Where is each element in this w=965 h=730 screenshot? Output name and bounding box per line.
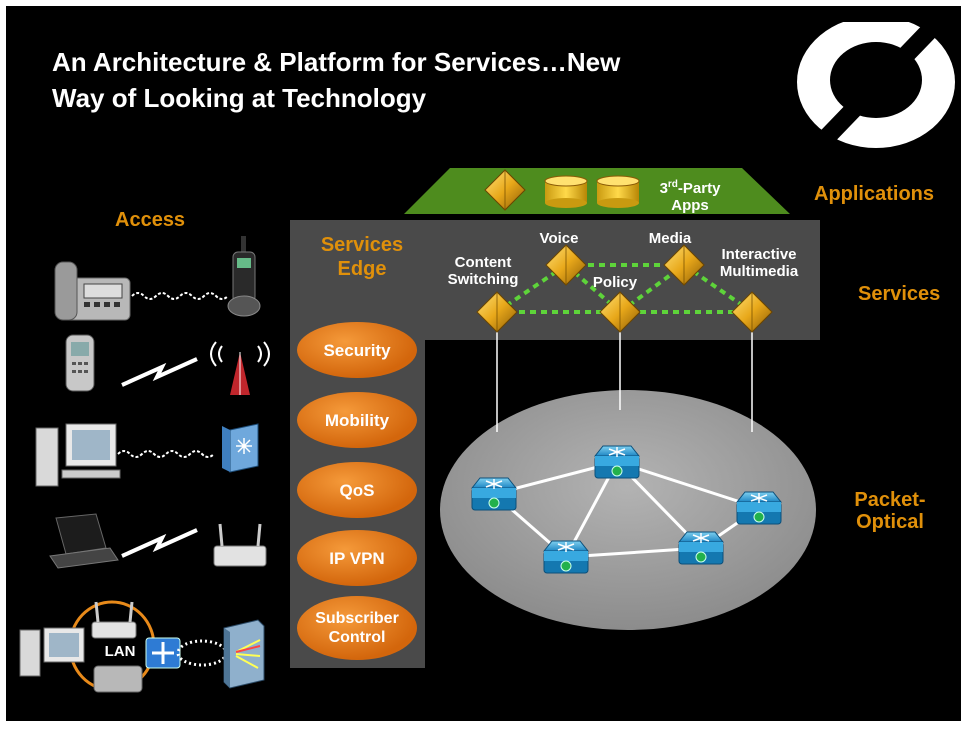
edge-function-mobility: Mobility (297, 392, 417, 448)
layer-label-packet-optical: Packet- Optical (850, 489, 930, 533)
database-icon (596, 175, 640, 208)
edge-function-subscriber-control: Subscriber Control (297, 596, 417, 660)
content-switching-line-2: Switching (447, 271, 519, 288)
service-label-interactive-multimedia: Interactive Multimedia (704, 246, 814, 280)
services-edge-line-2: Edge (337, 258, 387, 280)
cable-link (117, 450, 215, 458)
third-party-apps-label: 3rd-Party Apps (655, 176, 725, 214)
edge-function-ip-vpn: IP VPN (297, 530, 417, 586)
wireless-router-icon (213, 523, 267, 567)
third-party-line-1: 3rd-Party (655, 176, 725, 197)
laptop-icon (49, 513, 119, 569)
packet-optical-line-2: Optical (856, 511, 924, 533)
subscriber-control-line-2: Control (328, 629, 386, 646)
services-panel (290, 220, 820, 668)
layer-label-applications: Applications (814, 183, 935, 205)
router-icon (471, 477, 517, 511)
third-party-line-2: Apps (671, 197, 709, 214)
database-icon (544, 175, 588, 208)
layer-label-services: Services (858, 283, 941, 305)
cell-tower-icon (210, 341, 270, 395)
edge-function-qos: QoS (297, 462, 417, 518)
lan-cluster (19, 600, 181, 693)
packet-optical-cloud (440, 390, 816, 630)
services-edge-label: Services Edge (306, 233, 418, 281)
content-switching-line-1: Content (454, 254, 512, 271)
router-icon (594, 445, 640, 479)
title-line-2: Way of Looking at Technology (52, 83, 427, 113)
service-label-content-switching: Content Switching (438, 254, 528, 288)
company-logo (796, 10, 956, 148)
router-icon (543, 540, 589, 574)
title-line-1: An Architecture & Platform for Services…… (52, 47, 621, 77)
third-party-number: 3 (659, 180, 668, 197)
wireless-link-icon (121, 528, 198, 558)
wireless-link-icon (121, 357, 198, 387)
network-switch-icon (222, 423, 259, 473)
service-label-media: Media (648, 230, 692, 247)
interactive-multimedia-line-1: Interactive (721, 246, 797, 263)
desk-phone-icon (54, 261, 131, 321)
coiled-cord (131, 292, 229, 300)
interactive-multimedia-line-2: Multimedia (719, 263, 799, 280)
router-icon (678, 531, 724, 565)
packet-optical-line-1: Packet- (854, 489, 926, 511)
access-label: Access (115, 209, 186, 231)
third-party-superscript: rd (667, 179, 678, 190)
edge-function-security: Security (297, 322, 417, 378)
cell-phone-icon (65, 334, 95, 392)
desktop-computer-icon (35, 423, 121, 487)
router-icon (736, 491, 782, 525)
lan-label: LAN (104, 643, 136, 660)
service-label-policy: Policy (592, 274, 638, 291)
subscriber-control-line-1: Subscriber (315, 610, 399, 627)
service-label-voice: Voice (539, 230, 579, 247)
slide-title: An Architecture & Platform for Services…… (52, 44, 772, 116)
cordless-phone-icon (227, 236, 261, 317)
third-party-suffix: -Party (677, 180, 721, 197)
services-edge-line-1: Services (320, 234, 404, 256)
optical-switch-icon (223, 619, 265, 689)
dotted-link (176, 639, 228, 667)
